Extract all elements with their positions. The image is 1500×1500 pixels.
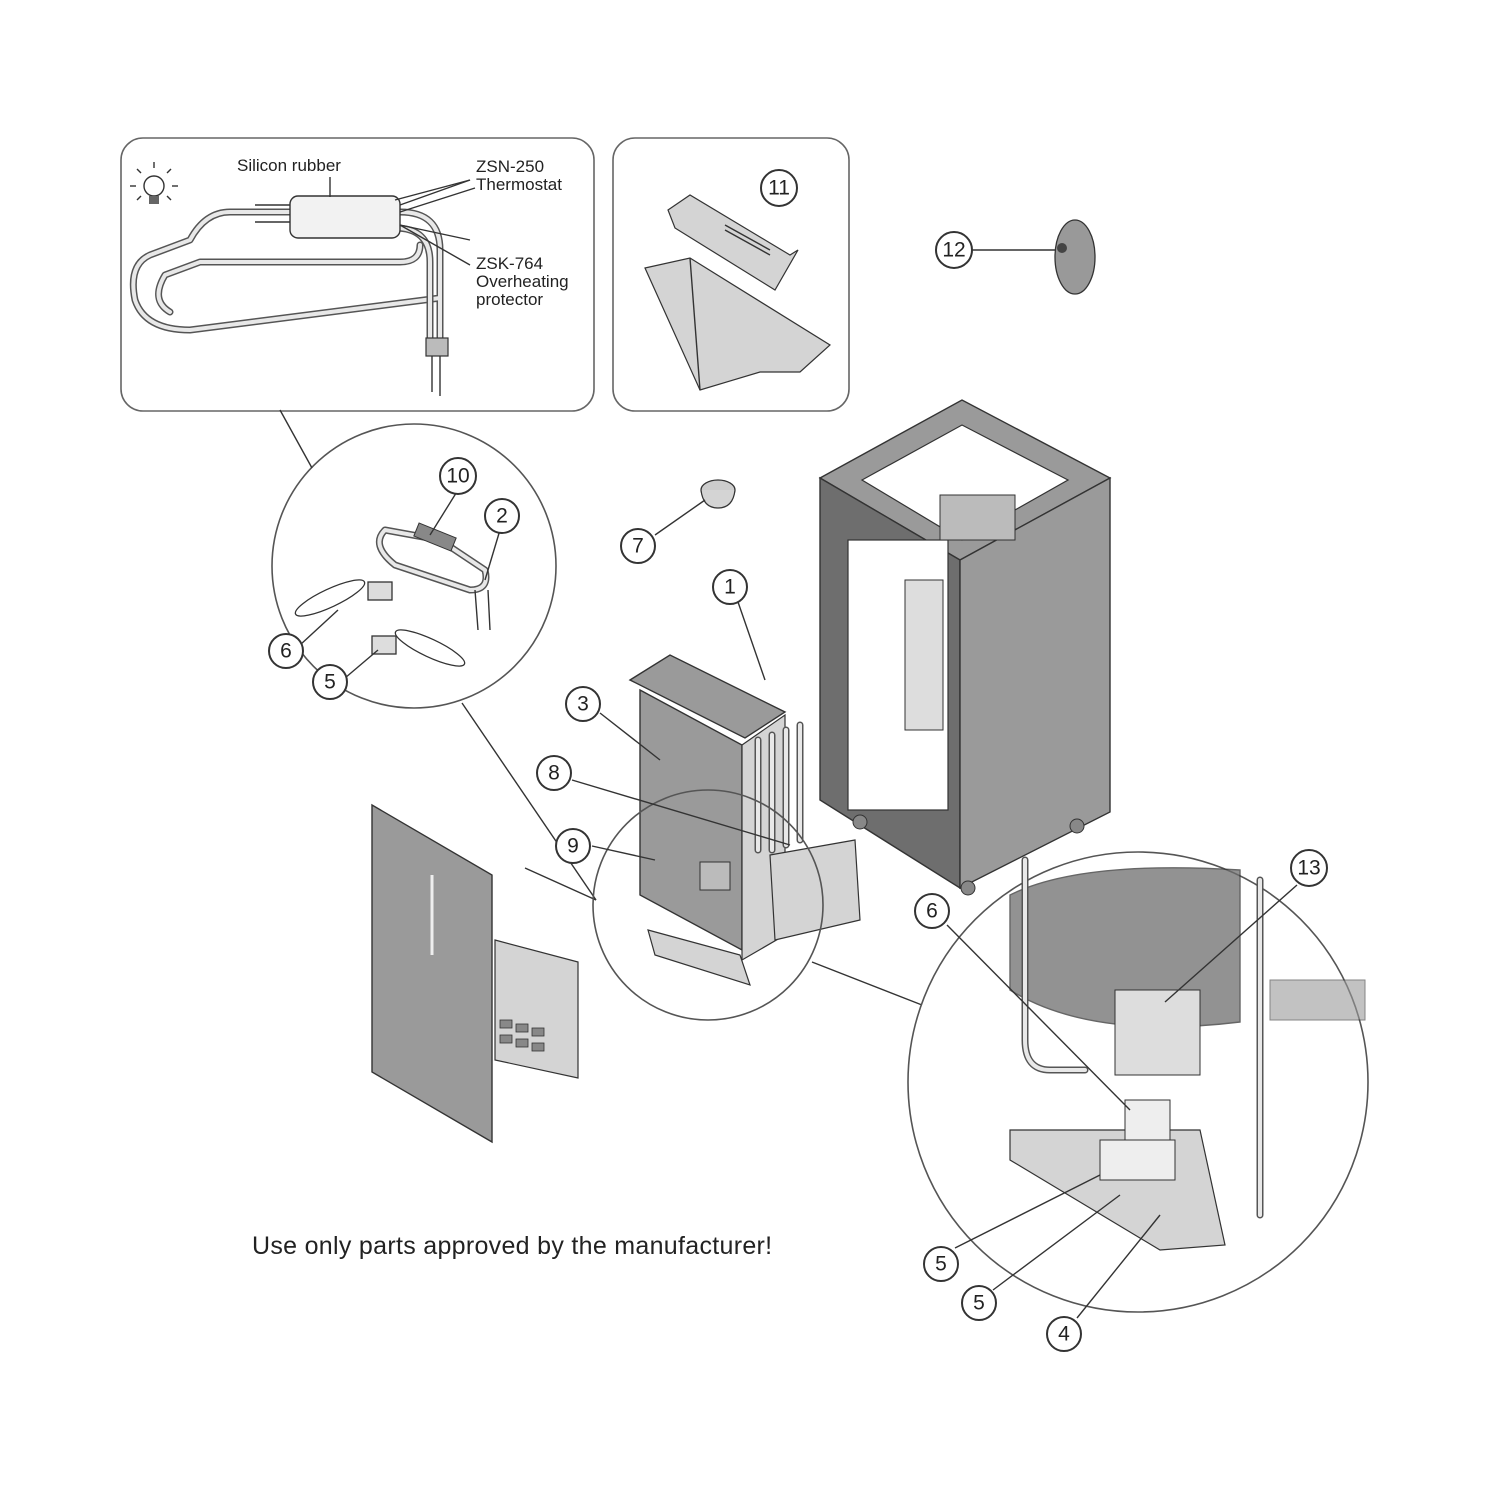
connector-line bbox=[811, 961, 923, 1006]
zsk-764-label: ZSK-764 bbox=[476, 254, 543, 273]
callout-6-zoom: 6 bbox=[914, 893, 950, 929]
callout-2: 2 bbox=[484, 498, 520, 534]
callout-5-zoom-b: 5 bbox=[961, 1285, 997, 1321]
inset-heating-element-panel: Silicon rubber ZSN-250 Thermostat ZSK-76… bbox=[120, 137, 595, 412]
svg-text:7: 7 bbox=[632, 535, 644, 558]
manufacturer-parts-note: Use only parts approved by the manufactu… bbox=[252, 1232, 773, 1260]
callout-5-left: 5 bbox=[312, 664, 348, 700]
leader-3 bbox=[599, 712, 661, 761]
callout-1: 1 bbox=[712, 569, 748, 605]
zoom-circle-control-board bbox=[907, 851, 1369, 1319]
svg-text:12: 12 bbox=[942, 239, 965, 262]
callout-4: 4 bbox=[1046, 1316, 1082, 1352]
svg-text:1: 1 bbox=[724, 576, 736, 599]
svg-text:5: 5 bbox=[935, 1253, 947, 1276]
callout-9: 9 bbox=[555, 828, 591, 864]
silicon-rubber-label: Silicon rubber bbox=[237, 156, 341, 175]
svg-text:2: 2 bbox=[496, 505, 508, 528]
svg-text:10: 10 bbox=[446, 465, 469, 488]
light-bulb-icon bbox=[130, 162, 178, 204]
zoom-circle-sensors bbox=[271, 423, 557, 709]
callout-8: 8 bbox=[536, 755, 572, 791]
connector-line bbox=[524, 867, 597, 901]
leader-9 bbox=[591, 845, 656, 861]
svg-text:13: 13 bbox=[1297, 857, 1320, 880]
callout-5-zoom-a: 5 bbox=[923, 1246, 959, 1282]
svg-text:6: 6 bbox=[280, 640, 292, 663]
inset-tray-panel bbox=[612, 137, 850, 412]
svg-text:4: 4 bbox=[1058, 1323, 1070, 1346]
connector-line bbox=[279, 409, 313, 469]
svg-text:9: 9 bbox=[567, 835, 579, 858]
svg-text:5: 5 bbox=[324, 671, 336, 694]
leader-8 bbox=[571, 779, 791, 846]
callout-3: 3 bbox=[565, 686, 601, 722]
thermostat-label: Thermostat bbox=[476, 175, 562, 194]
protector-label: protector bbox=[476, 290, 543, 309]
svg-text:3: 3 bbox=[577, 693, 589, 716]
connector-line bbox=[461, 702, 597, 901]
callout-13: 13 bbox=[1290, 849, 1328, 887]
callout-10: 10 bbox=[439, 457, 477, 495]
leader-1 bbox=[737, 601, 766, 681]
zoom-target-circle bbox=[592, 789, 824, 1021]
svg-text:8: 8 bbox=[548, 762, 560, 785]
front-cover-panel bbox=[371, 803, 579, 1144]
zsn-250-label: ZSN-250 bbox=[476, 157, 544, 176]
callout-6-left: 6 bbox=[268, 633, 304, 669]
stone-cup-part bbox=[654, 479, 736, 536]
callout-11: 11 bbox=[760, 169, 798, 207]
svg-text:6: 6 bbox=[926, 900, 938, 923]
callout-7: 7 bbox=[620, 528, 656, 564]
heater-housing bbox=[818, 399, 1112, 896]
control-knob-part bbox=[972, 219, 1096, 295]
svg-text:5: 5 bbox=[973, 1292, 985, 1315]
svg-text:11: 11 bbox=[768, 177, 790, 200]
overheating-label: Overheating bbox=[476, 272, 569, 291]
callout-12: 12 bbox=[935, 231, 973, 269]
